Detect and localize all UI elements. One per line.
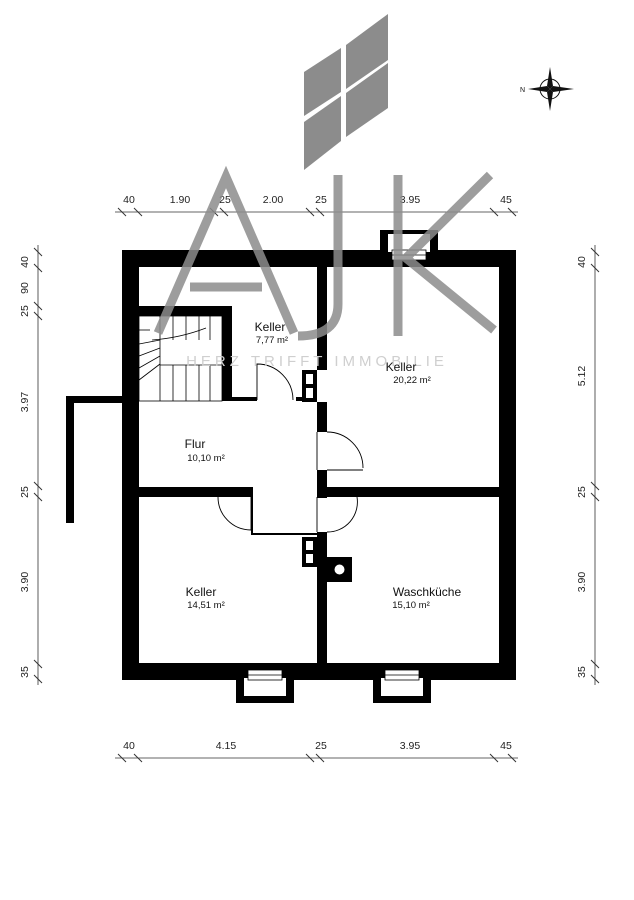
dim-left-4: 25 — [19, 486, 31, 498]
dim-bottom-3: 3.95 — [400, 740, 421, 752]
compass-rose-icon: N — [520, 67, 574, 111]
room-name-flur: Flur — [185, 437, 206, 451]
room-name-keller-small: Keller — [255, 320, 286, 334]
room-area-keller-large: 20,22 m² — [393, 375, 431, 386]
walls — [66, 250, 516, 680]
room-area-keller-small: 7,77 m² — [256, 335, 288, 346]
room-area-flur: 10,10 m² — [187, 453, 225, 464]
dimensions-left: 40 25 90 3.97 25 3.90 35 — [19, 256, 31, 678]
dim-top-1: 1.90 — [170, 194, 191, 206]
dim-left-5: 3.90 — [19, 572, 31, 593]
room-area-waschkueche: 15,10 m² — [392, 600, 430, 611]
dim-top-6: 45 — [500, 194, 512, 206]
room-name-keller-large: Keller — [386, 360, 417, 374]
dim-left-1: 25 — [19, 305, 31, 317]
logo-watermark — [153, 165, 497, 341]
logo-tagline: HERZ TRIFFT IMMOBILIE — [186, 353, 448, 370]
compass-north-label: N — [520, 87, 525, 94]
dim-right-2: 25 — [576, 486, 588, 498]
dim-right-4: 35 — [576, 666, 588, 678]
dim-top-2: 25 — [219, 194, 231, 206]
dim-left-0: 40 — [19, 256, 31, 268]
room-name-keller-bottom: Keller — [186, 585, 217, 599]
doors — [217, 363, 364, 533]
room-area-keller-bottom: 14,51 m² — [187, 600, 225, 611]
logo-window-mark — [304, 14, 388, 170]
dim-bottom-2: 25 — [315, 740, 327, 752]
dim-bottom-1: 4.15 — [216, 740, 237, 752]
dim-top-0: 40 — [123, 194, 135, 206]
dim-left-2: 90 — [19, 282, 31, 294]
dim-right-1: 5.12 — [576, 366, 588, 387]
dim-right-0: 40 — [576, 256, 588, 268]
dimensions-right: 40 5.12 25 3.90 35 — [576, 256, 588, 678]
staircase — [138, 315, 223, 402]
dim-bottom-0: 40 — [123, 740, 135, 752]
dim-left-3: 3.97 — [19, 392, 31, 413]
dimensions-bottom: 40 4.15 25 3.95 45 — [123, 740, 512, 752]
dim-top-4: 25 — [315, 194, 327, 206]
dimensions-top: 40 1.90 25 2.00 25 3.95 45 — [123, 194, 512, 206]
dim-top-5: 3.95 — [400, 194, 421, 206]
dim-top-3: 2.00 — [263, 194, 284, 206]
room-name-waschkueche: Waschküche — [393, 585, 462, 599]
room-labels: Keller 7,77 m² Keller 20,22 m² Flur 10,1… — [185, 320, 462, 611]
dim-bottom-4: 45 — [500, 740, 512, 752]
shafts — [302, 370, 352, 582]
dim-left-6: 35 — [19, 666, 31, 678]
dim-right-3: 3.90 — [576, 572, 588, 593]
